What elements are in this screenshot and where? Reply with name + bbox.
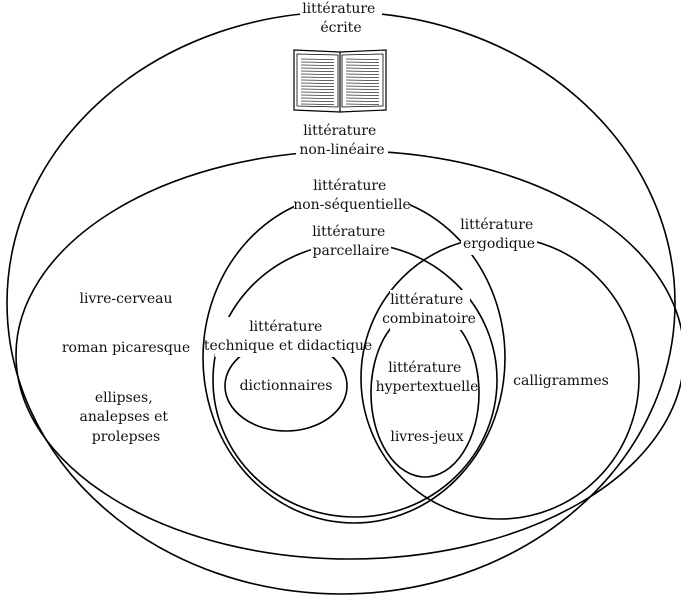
book-text-line	[300, 79, 335, 81]
book-text-line	[300, 61, 335, 63]
book-text-line	[345, 100, 380, 102]
book-text-line	[300, 70, 335, 72]
label-livres-jeux: livres-jeux	[390, 429, 463, 445]
label-litterature-ergodique: littérature ergodique	[460, 217, 538, 252]
label-litterature-combinatoire: littérature combinatoire	[382, 292, 476, 327]
book-text-line	[300, 58, 335, 60]
book-text-line	[345, 73, 380, 75]
book-text-line	[300, 73, 335, 75]
book-text-line	[345, 91, 380, 93]
book-text-line	[300, 100, 335, 102]
book-text-line	[300, 88, 335, 90]
book-text-line	[345, 61, 380, 63]
book-text-line	[300, 67, 335, 69]
book-text-line	[345, 76, 380, 78]
label-litterature-ecrite: littérature écrite	[302, 1, 380, 36]
book-text-line	[345, 58, 380, 60]
label-roman-picaresque: roman picaresque	[62, 340, 190, 356]
book-text-line	[345, 82, 380, 84]
label-litterature-technique: littérature technique et didactique	[204, 319, 372, 354]
book-text-line	[300, 94, 335, 96]
book-text-line	[345, 67, 380, 69]
book-text-line	[300, 97, 335, 99]
label-dictionnaires: dictionnaires	[240, 378, 333, 394]
label-litterature-hypertextuelle: littérature hypertextuelle	[376, 360, 479, 395]
open-book-icon	[293, 49, 387, 113]
label-litterature-non-sequentielle: littérature non-séquentielle	[293, 178, 411, 213]
book-text-line	[345, 64, 380, 66]
book-text-line	[300, 64, 335, 66]
label-calligrammes: calligrammes	[513, 373, 609, 389]
book-text-line	[345, 97, 380, 99]
label-litterature-non-lineaire: littérature non-linéaire	[299, 123, 384, 158]
book-text-line	[300, 85, 335, 87]
book-text-line	[345, 79, 380, 81]
book-text-line	[345, 70, 380, 72]
book-text-line	[300, 103, 335, 105]
book-text-line	[300, 91, 335, 93]
label-livre-cerveau: livre-cerveau	[80, 291, 173, 307]
book-text-line	[345, 103, 380, 105]
label-litterature-parcellaire: littérature parcellaire	[312, 224, 390, 259]
label-ellipses-analepses-prolepses: ellipses, analepses et prolepses	[80, 390, 173, 445]
book-text-line	[345, 88, 380, 90]
book-text-line	[345, 94, 380, 96]
book-text-line	[300, 82, 335, 84]
book-text-line	[345, 85, 380, 87]
book-text-line	[300, 76, 335, 78]
